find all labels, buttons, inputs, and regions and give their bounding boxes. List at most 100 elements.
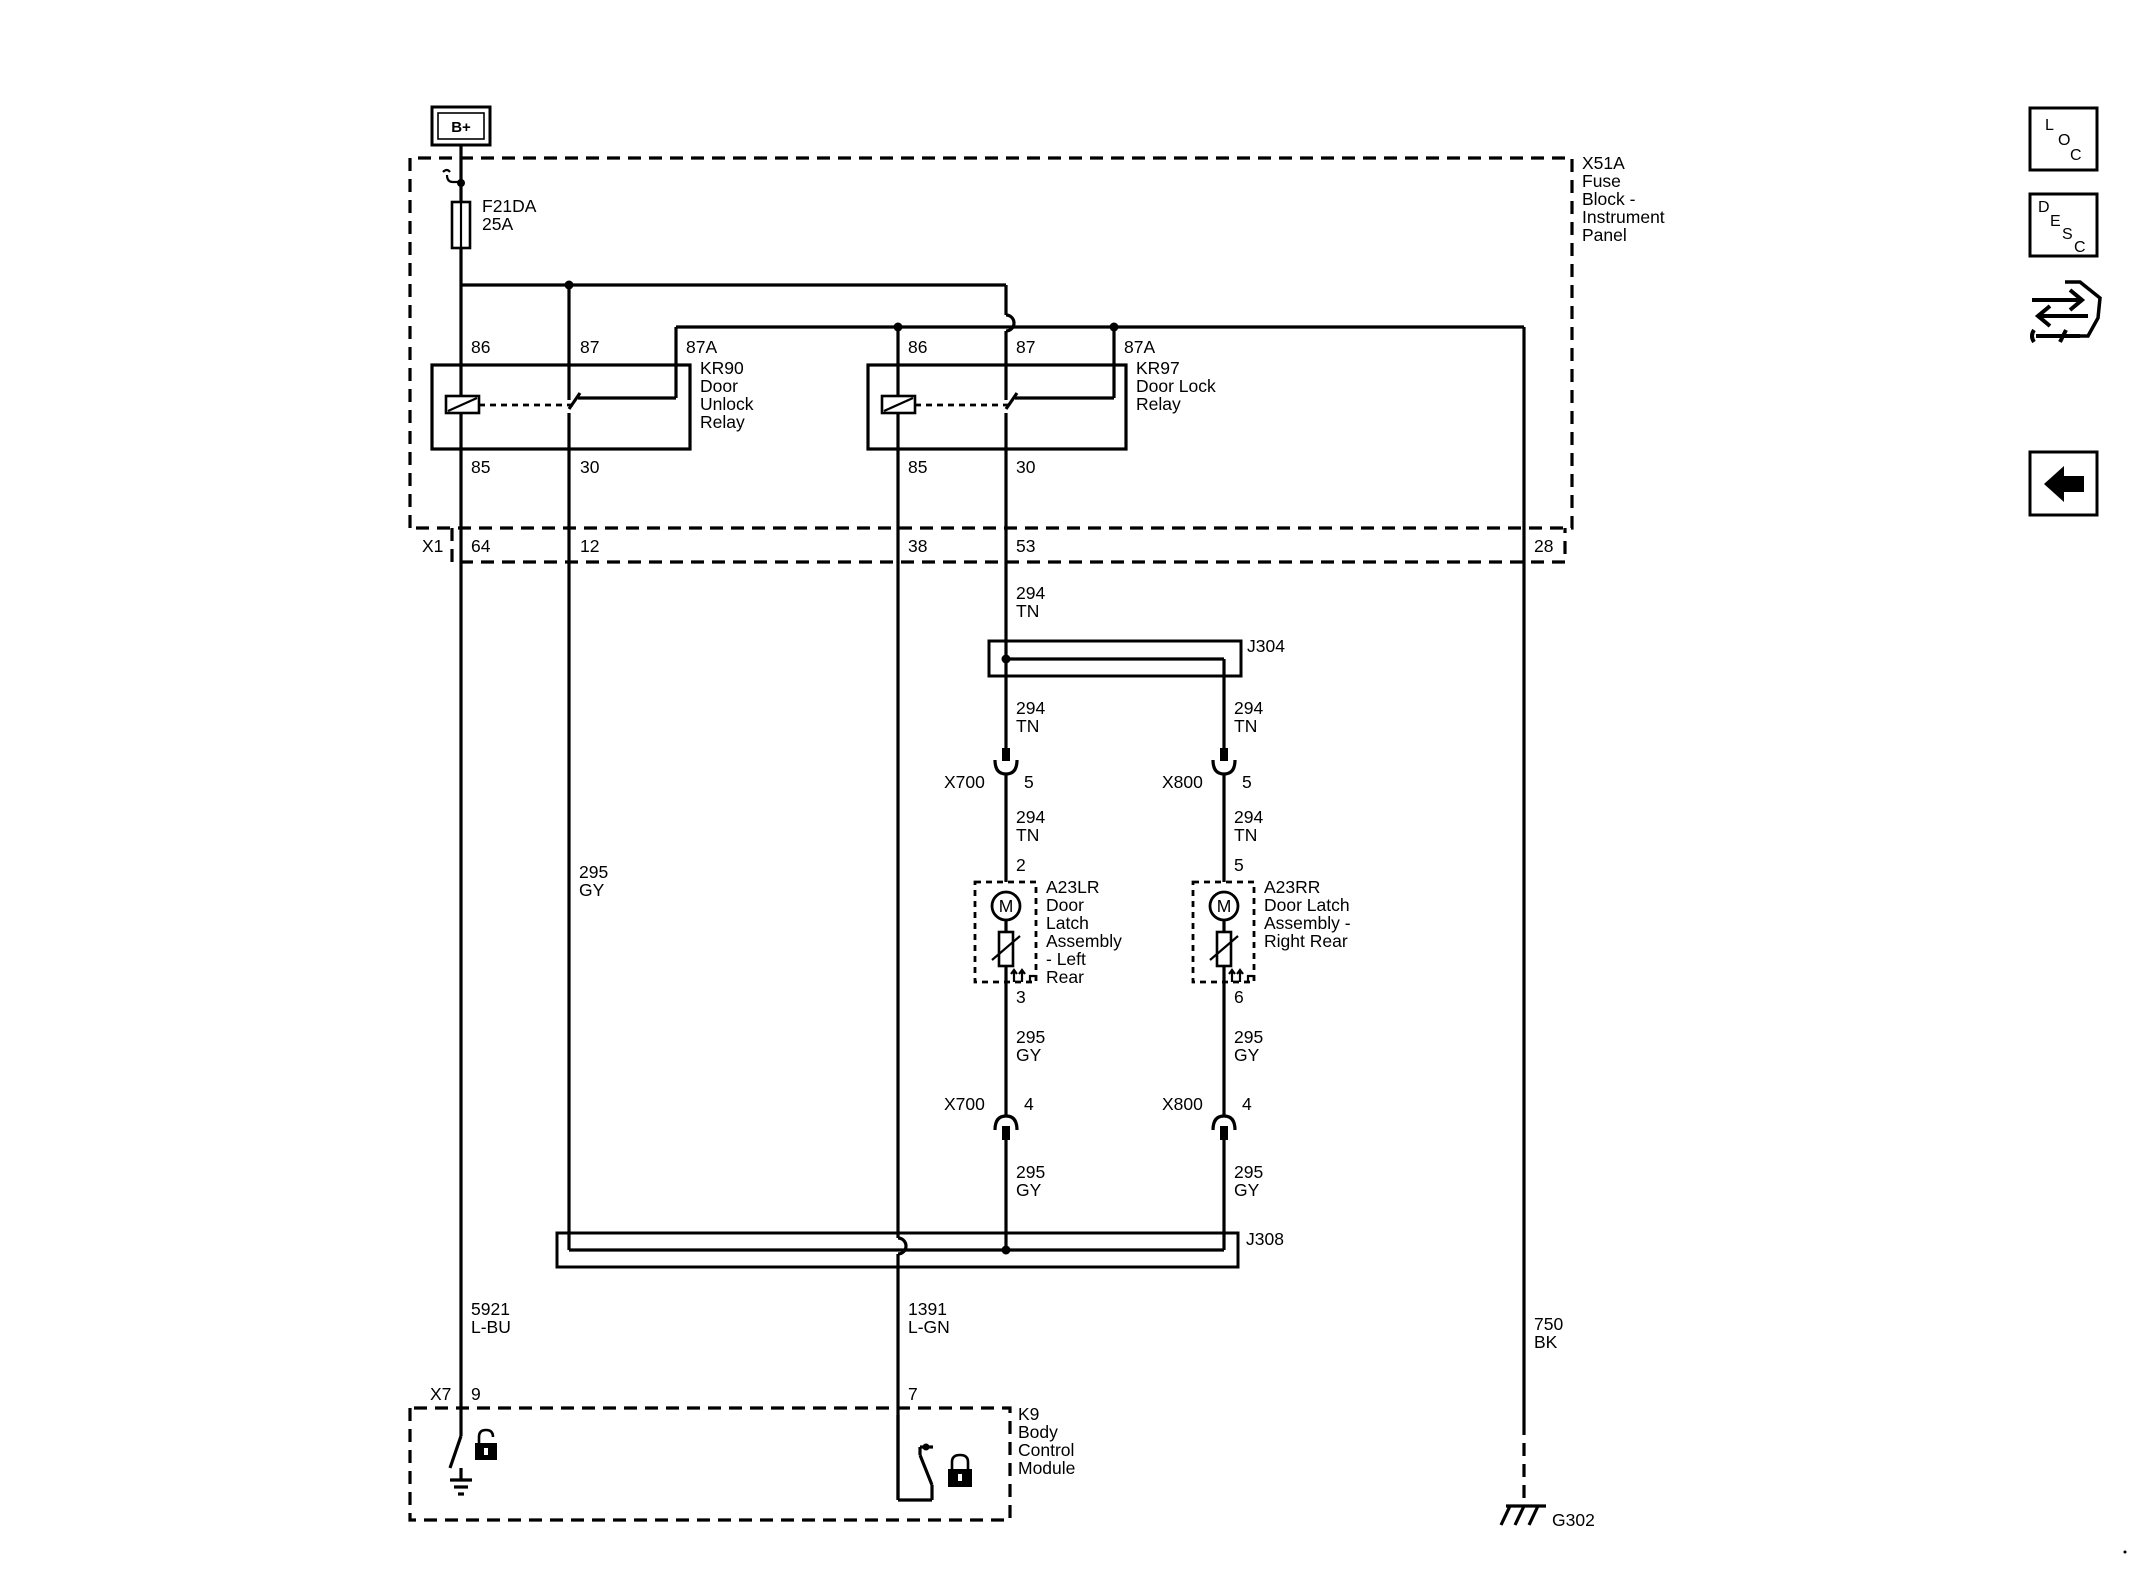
svg-text:64: 64 [471,536,491,556]
fuse-block-x51a-label: X51A Fuse Block - Instrument Panel [1582,153,1665,245]
svg-text:Control: Control [1018,1440,1074,1460]
svg-text:4: 4 [1242,1094,1252,1114]
svg-text:86: 86 [471,337,490,357]
svg-text:53: 53 [1016,536,1035,556]
svg-text:30: 30 [1016,457,1036,477]
svg-text:86: 86 [908,337,927,357]
splice-j304: J304 [987,636,1285,678]
svg-text:Rear: Rear [1046,967,1084,987]
svg-text:5921: 5921 [471,1299,510,1319]
battery-positive-terminal: B+ [430,105,492,147]
svg-text:X800: X800 [1162,772,1203,792]
description-button[interactable]: D E S C [2028,192,2099,258]
svg-text:Relay: Relay [700,412,745,432]
svg-text:Relay: Relay [1136,394,1181,414]
svg-text:O: O [2058,132,2070,149]
svg-text:Block -: Block - [1582,189,1636,209]
svg-text:L-BU: L-BU [471,1317,511,1337]
svg-text:Door Latch: Door Latch [1264,895,1350,915]
svg-text:C: C [2070,147,2082,164]
svg-text:J304: J304 [1247,636,1285,656]
fuse-f21da: F21DA 25A [450,196,537,250]
svg-text:GY: GY [1234,1045,1260,1065]
splice-j308: J308 [555,1229,1284,1269]
svg-text:X700: X700 [944,1094,985,1114]
svg-text:Body: Body [1018,1422,1058,1442]
svg-text:GY: GY [1016,1045,1042,1065]
svg-text:Assembly: Assembly [1046,931,1122,951]
connector-x800-upper: X800 5 [1162,748,1252,882]
svg-text:Latch: Latch [1046,913,1089,933]
connector-x7-label: X7 [430,1384,451,1404]
svg-text:L-GN: L-GN [908,1317,950,1337]
svg-text:TN: TN [1234,825,1257,845]
locked-padlock-icon [948,1453,972,1487]
svg-text:85: 85 [471,457,490,477]
connector-end-view-icon[interactable] [2030,280,2102,344]
fuse-ref: F21DA [482,196,537,216]
door-latch-lr-ref: A23LR [1046,877,1100,897]
location-button[interactable]: L O C [2028,106,2099,172]
svg-text:Door: Door [700,376,738,396]
connector-x700-upper: X700 5 [944,748,1034,882]
svg-text:294: 294 [1016,698,1045,718]
svg-text:TN: TN [1234,716,1257,736]
door-latch-a23lr: 2 M 3 A23LR Door Latch Assembly - Left R… [973,855,1122,1007]
svg-text:E: E [2050,213,2061,230]
svg-text:Assembly -: Assembly - [1264,913,1351,933]
svg-text:Fuse: Fuse [1582,171,1621,191]
svg-text:294: 294 [1234,807,1263,827]
svg-text:5: 5 [1234,855,1244,875]
svg-text:295: 295 [1234,1027,1263,1047]
connector-x800-lower: X800 4 [1162,1094,1252,1240]
svg-text:1391: 1391 [908,1299,947,1319]
svg-text:GY: GY [1234,1180,1260,1200]
svg-text:87A: 87A [686,337,717,357]
svg-text:295: 295 [1234,1162,1263,1182]
svg-text:87A: 87A [1124,337,1155,357]
door-latch-rr-ref: A23RR [1264,877,1320,897]
svg-text:Door Lock: Door Lock [1136,376,1216,396]
svg-text:295: 295 [1016,1162,1045,1182]
relay-kr97-door-lock: 86 87 87A 85 30 KR97 Door Lock Relay [866,337,1216,477]
fuse-block-ref: X51A [1582,153,1625,173]
motor-icon: M [1217,896,1232,916]
svg-text:295: 295 [579,862,608,882]
relay-kr97-ref: KR97 [1136,358,1180,378]
svg-text:38: 38 [908,536,927,556]
svg-text:Door: Door [1046,895,1084,915]
svg-text:30: 30 [580,457,600,477]
back-button[interactable] [2028,450,2099,517]
svg-text:294: 294 [1016,807,1045,827]
svg-text:J308: J308 [1246,1229,1284,1249]
svg-text:Instrument: Instrument [1582,207,1665,227]
fuse-rating: 25A [482,214,513,234]
bcm-ref: K9 [1018,1404,1039,1424]
connector-x1-label: X1 [422,536,443,556]
svg-text:TN: TN [1016,716,1039,736]
svg-text:X700: X700 [944,772,985,792]
fuse-block-x51a-outline [408,156,1574,564]
svg-text:750: 750 [1534,1314,1563,1334]
svg-text:L: L [2045,117,2054,134]
svg-text:3: 3 [1016,987,1026,1007]
svg-text:TN: TN [1016,601,1039,621]
svg-text:Module: Module [1018,1458,1075,1478]
svg-text:6: 6 [1234,987,1244,1007]
svg-text:2: 2 [1016,855,1026,875]
svg-text:Unlock: Unlock [700,394,754,414]
svg-text:294: 294 [1016,583,1045,603]
motor-icon: M [999,896,1014,916]
door-latch-a23rr: 5 M 6 A23RR Door Latch Assembly - Right … [1191,855,1351,1007]
svg-text:C: C [2074,239,2086,256]
svg-text:G302: G302 [1552,1510,1595,1530]
svg-text:4: 4 [1024,1094,1034,1114]
svg-text:GY: GY [579,880,605,900]
svg-text:5: 5 [1024,772,1034,792]
relay-kr90-door-unlock: 86 87 87A 85 30 KR90 Door Unlock Relay [430,337,754,477]
svg-text:D: D [2038,199,2050,216]
svg-text:S: S [2062,226,2073,243]
ground-g302: G302 [1499,1415,1595,1530]
b-plus-label: B+ [451,119,471,136]
